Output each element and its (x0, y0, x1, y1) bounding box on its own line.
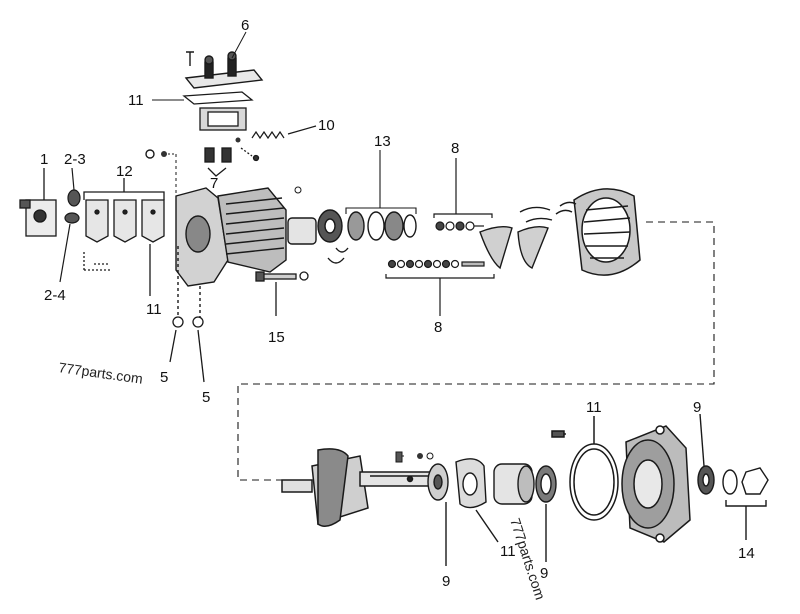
callout-2-4: 2-4 (44, 287, 66, 304)
callout-14: 14 (738, 545, 755, 562)
callout-12: 12 (116, 163, 133, 180)
brush-spring (251, 125, 317, 140)
small-nut (145, 149, 155, 159)
callout-5a: 5 (160, 369, 168, 386)
callout-10: 10 (318, 117, 335, 134)
callout-2-3: 2-3 (64, 151, 86, 168)
through-bolt (255, 271, 309, 316)
callout-11c: 11 (586, 399, 602, 416)
watermark: 777parts.com (58, 359, 144, 387)
rear-spacers (427, 458, 499, 566)
rear-bearing (493, 463, 535, 505)
nuts-5 (169, 316, 205, 383)
seal (535, 465, 557, 562)
clip-parts (59, 167, 81, 283)
hardware-row-lower (385, 259, 495, 316)
callout-9c: 9 (540, 565, 548, 582)
front-bearing-set (287, 150, 417, 264)
rotor (281, 448, 443, 527)
pulley-nut-set (697, 413, 769, 540)
brushes (204, 147, 260, 177)
drive-end-housing (621, 425, 691, 543)
assembly-connector (237, 221, 715, 481)
callout-11a: 11 (128, 92, 144, 109)
field-plates (83, 178, 165, 296)
callout-1: 1 (40, 151, 48, 168)
stator (555, 188, 641, 276)
callout-8a: 8 (451, 140, 459, 157)
callout-8b: 8 (434, 319, 442, 336)
callout-15: 15 (268, 329, 285, 346)
callout-11b: 11 (146, 301, 162, 318)
drive-end-gasket (551, 416, 619, 521)
callout-7: 7 (210, 175, 218, 192)
regulator (19, 168, 57, 237)
callout-13: 13 (374, 133, 391, 150)
callout-6: 6 (241, 17, 249, 34)
callout-5b: 5 (202, 389, 210, 406)
terminal-plate (184, 51, 264, 89)
callout-9a: 9 (693, 399, 701, 416)
callout-11d: 11 (500, 543, 516, 560)
hardware-row-upper (433, 158, 493, 231)
brush-holder (199, 107, 247, 131)
end-housing (175, 187, 287, 318)
top-gasket (182, 91, 254, 105)
callout-9b: 9 (442, 573, 450, 590)
fan-shields (479, 206, 553, 270)
